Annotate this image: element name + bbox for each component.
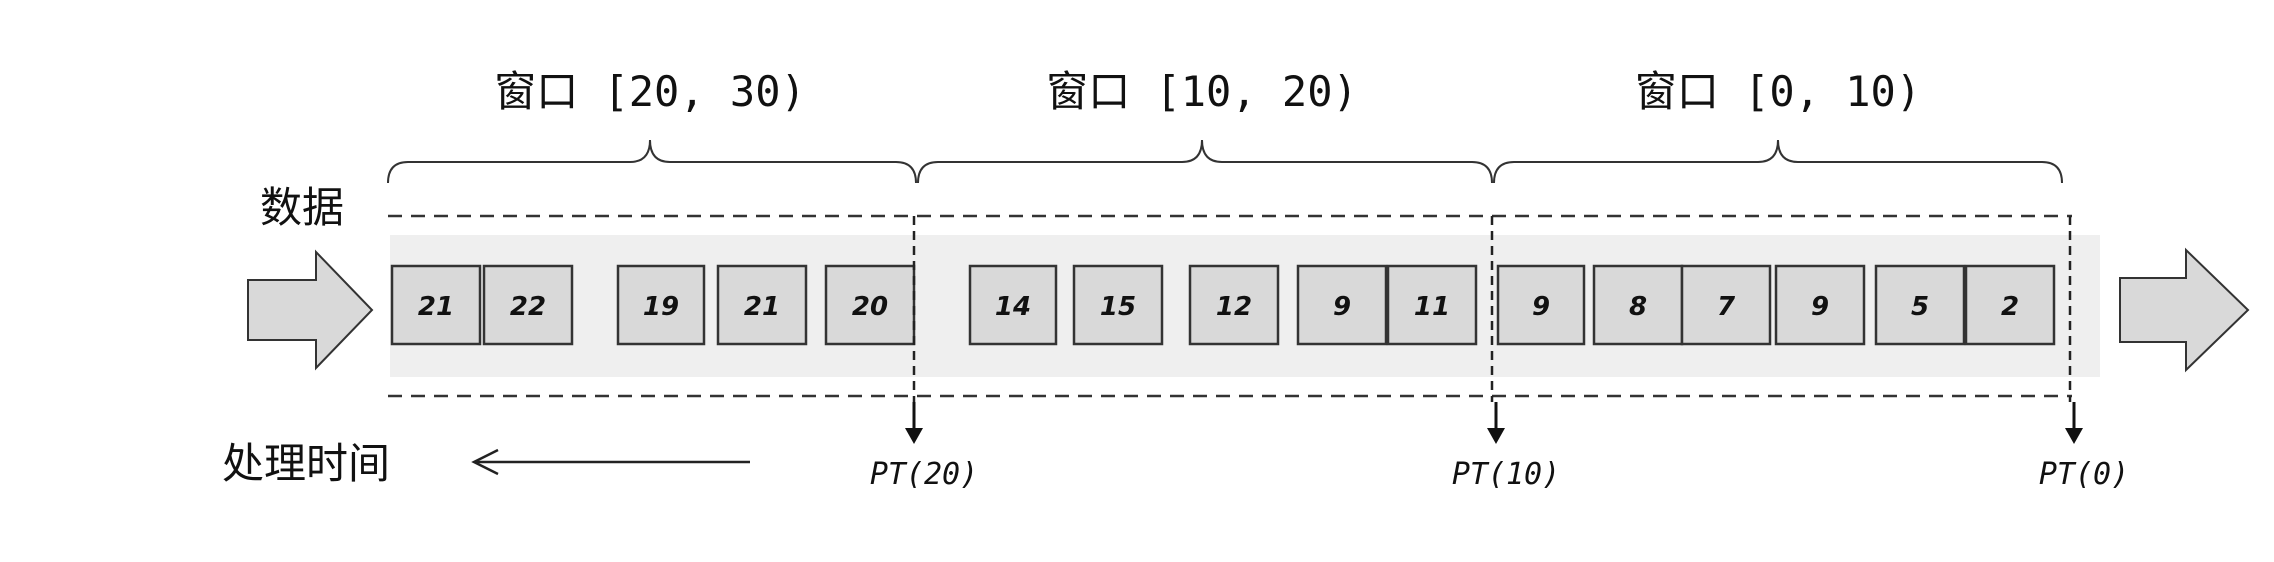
data-cell <box>1072 264 1164 346</box>
data-cell <box>1774 264 1866 346</box>
data-cell-value: 21 <box>418 292 454 322</box>
data-cell <box>1386 264 1478 346</box>
data-cell-value: 11 <box>1414 292 1450 322</box>
processing-time-arrowhead-icon <box>471 448 499 476</box>
data-cell-value: 20 <box>852 292 888 322</box>
data-cell-value: 2 <box>2001 292 2019 322</box>
data-cell <box>1188 264 1280 346</box>
data-cell-value: 9 <box>1333 292 1351 322</box>
data-cell-value: 21 <box>744 292 780 322</box>
processing-time-label: 处理时间 <box>222 439 390 488</box>
data-cell-value: 9 <box>1532 292 1550 322</box>
window-label-10-20: 窗口 [10, 20) <box>1046 67 1358 116</box>
data-cell <box>1964 264 2056 346</box>
window-label-0-10: 窗口 [0, 10) <box>1635 67 1921 116</box>
brace-window-20-30 <box>387 139 917 184</box>
data-label: 数据 <box>260 183 344 232</box>
data-cell <box>482 264 574 346</box>
data-cell <box>824 264 916 346</box>
marker-arrowhead-pt-10-icon <box>1487 428 1505 444</box>
data-cells: 21 22 19 21 20 14 15 12 9 11 9 8 7 9 5 2 <box>390 264 2056 346</box>
brace-window-10-20 <box>917 139 1493 184</box>
output-arrow-icon <box>2119 247 2250 373</box>
data-cell <box>616 264 706 346</box>
brace-window-0-10 <box>1493 139 2063 184</box>
data-cell-value: 8 <box>1629 292 1647 322</box>
data-cell <box>390 264 482 346</box>
marker-arrowhead-pt-0-icon <box>2065 428 2083 444</box>
marker-label-pt-10: PT(10) <box>1452 457 1560 492</box>
data-cell-value: 9 <box>1811 292 1829 322</box>
data-cell-value: 5 <box>1911 292 1929 322</box>
data-cell-value: 7 <box>1717 292 1736 322</box>
data-cell-value: 12 <box>1216 292 1252 322</box>
data-cell-value: 19 <box>643 292 679 322</box>
data-cell-value: 22 <box>510 292 546 322</box>
data-cell <box>716 264 808 346</box>
marker-label-pt-20: PT(20) <box>870 457 978 492</box>
input-arrow-icon <box>247 249 374 371</box>
data-cell <box>1680 264 1772 346</box>
data-cell-value: 15 <box>1100 292 1136 322</box>
window-label-20-30: 窗口 [20, 30) <box>494 67 806 116</box>
marker-arrowhead-pt-20-icon <box>905 428 923 444</box>
data-cell <box>968 264 1058 346</box>
marker-label-pt-0: PT(0) <box>2039 457 2129 492</box>
data-cell <box>1496 264 1586 346</box>
data-cell <box>1296 264 1388 346</box>
data-cell-value: 14 <box>995 292 1031 322</box>
data-cell <box>1874 264 1966 346</box>
